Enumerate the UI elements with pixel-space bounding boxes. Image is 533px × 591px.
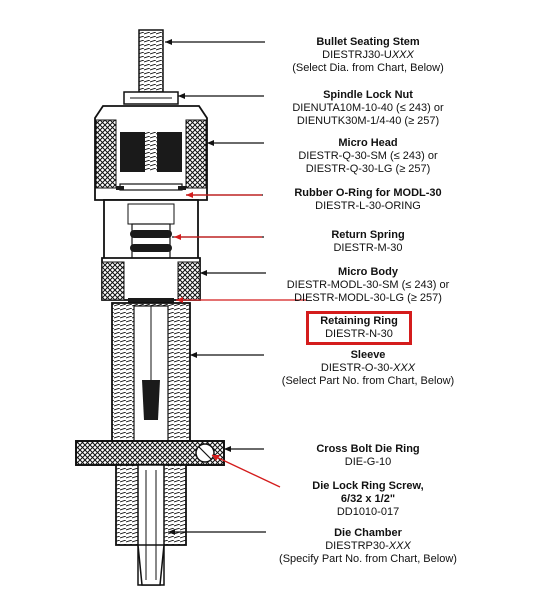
callout-sleeve-line-1: DIESTR-O-30-XXX (256, 362, 480, 375)
callout-locknut-line-1: DIENUTA10M-10-40 (≤ 243) or (292, 102, 444, 114)
rubber-o-ring (116, 183, 186, 191)
callout-retaining-line-1: DIESTR-N-30 (325, 328, 393, 340)
callout-spring: Return Spring DIESTR-M-30 (268, 229, 468, 255)
callout-microbody-line-1: DIESTR-MODL-30-SM (≤ 243) or (286, 279, 450, 291)
callout-screw-title-2: 6/32 x 1/2" (340, 493, 396, 505)
arrowhead-microbody (200, 270, 207, 276)
spindle-lock-nut (123, 91, 179, 105)
callout-microhead-title: Micro Head (338, 137, 398, 149)
arrowhead-crossbolt (224, 446, 231, 452)
callout-chamber-title: Die Chamber (334, 527, 402, 539)
callout-locknut-line-2: DIENUTK30M-1/4-40 (≥ 257) (296, 115, 440, 127)
arrowhead-retaining (176, 297, 183, 303)
callout-microbody-line-2: DIESTR-MODL-30-LG (≥ 257) (294, 292, 442, 304)
arrowhead-microhead (207, 140, 214, 146)
arrowheads (165, 39, 231, 535)
callout-chamber-part: DIESTRP30- (325, 540, 389, 552)
callout-chamber: Die Chamber DIESTRP30-XXX (Specify Part … (256, 527, 480, 566)
callout-locknut-title: Spindle Lock Nut (323, 89, 413, 101)
arrowhead-oring (186, 192, 193, 198)
callout-sleeve-title: Sleeve (350, 349, 386, 361)
callout-microhead-line-1: DIESTR-Q-30-SM (≤ 243) or (298, 150, 438, 162)
micro-body (101, 257, 201, 301)
callout-microbody-title: Micro Body (338, 266, 398, 278)
red-leader-lines (174, 194, 306, 488)
callout-spring-title: Return Spring (331, 229, 405, 241)
callout-chamber-part-suffix: XXX (388, 540, 411, 552)
callout-chamber-line-1: DIESTRP30-XXX (256, 540, 480, 553)
micro-head (94, 105, 208, 201)
callout-microhead: Micro Head DIESTR-Q-30-SM (≤ 243) or DIE… (268, 137, 468, 176)
callout-crossbolt: Cross Bolt Die Ring DIE-G-10 (266, 443, 470, 469)
callout-oring-title: Rubber O-Ring for MODL-30 (294, 187, 442, 199)
callout-sleeve-part-suffix: XXX (393, 362, 416, 374)
callout-retaining: Retaining Ring DIESTR-N-30 (306, 311, 412, 345)
callout-chamber-line-2: (Specify Part No. from Chart, Below) (279, 553, 457, 565)
arrowhead-screw (212, 455, 220, 461)
callout-microbody: Micro Body DIESTR-MODL-30-SM (≤ 243) or … (266, 266, 470, 305)
callout-crossbolt-line-1: DIE-G-10 (344, 456, 392, 468)
callout-oring: Rubber O-Ring for MODL-30 DIESTR-L-30-OR… (262, 187, 474, 213)
callout-screw-title: Die Lock Ring Screw, (312, 480, 424, 492)
callout-screw-line-1: DD1010-017 (336, 506, 400, 518)
callout-retaining-title: Retaining Ring (320, 315, 398, 327)
callout-sleeve-line-2: (Select Part No. from Chart, Below) (281, 375, 455, 387)
arrowhead-spring (174, 234, 181, 240)
arrowhead-chamber (168, 529, 175, 535)
retaining-ring (128, 298, 174, 303)
callout-stem-line-2: (Select Dia. from Chart, Below) (292, 62, 444, 74)
red-arrowheads (174, 192, 220, 461)
cross-bolt-die-ring (75, 440, 225, 466)
callout-stem-line-1: DIESTRJ30-UXXX (268, 49, 468, 62)
callout-stem-title: Bullet Seating Stem (316, 36, 420, 48)
callout-stem: Bullet Seating Stem DIESTRJ30-UXXX (Sele… (268, 36, 468, 75)
callout-sleeve: Sleeve DIESTR-O-30-XXX (Select Part No. … (256, 349, 480, 388)
arrowhead-stem (165, 39, 172, 45)
leader-screw-red (211, 454, 281, 488)
arrowhead-locknut (178, 93, 185, 99)
callout-microhead-line-2: DIESTR-Q-30-LG (≥ 257) (305, 163, 431, 175)
callout-locknut: Spindle Lock Nut DIENUTA10M-10-40 (≤ 243… (268, 89, 468, 128)
callout-stem-part: DIESTRJ30-U (322, 49, 392, 61)
callout-spring-line-1: DIESTR-M-30 (333, 242, 403, 254)
callout-stem-part-suffix: XXX (391, 49, 414, 61)
arrowhead-sleeve (190, 352, 197, 358)
callout-oring-line-1: DIESTR-L-30-ORING (315, 200, 421, 212)
callout-screw: Die Lock Ring Screw, 6/32 x 1/2" DD1010-… (266, 480, 470, 519)
sleeve (111, 302, 191, 483)
callout-sleeve-part: DIESTR-O-30- (320, 362, 394, 374)
die-chamber (115, 464, 187, 586)
callout-crossbolt-title: Cross Bolt Die Ring (316, 443, 420, 455)
